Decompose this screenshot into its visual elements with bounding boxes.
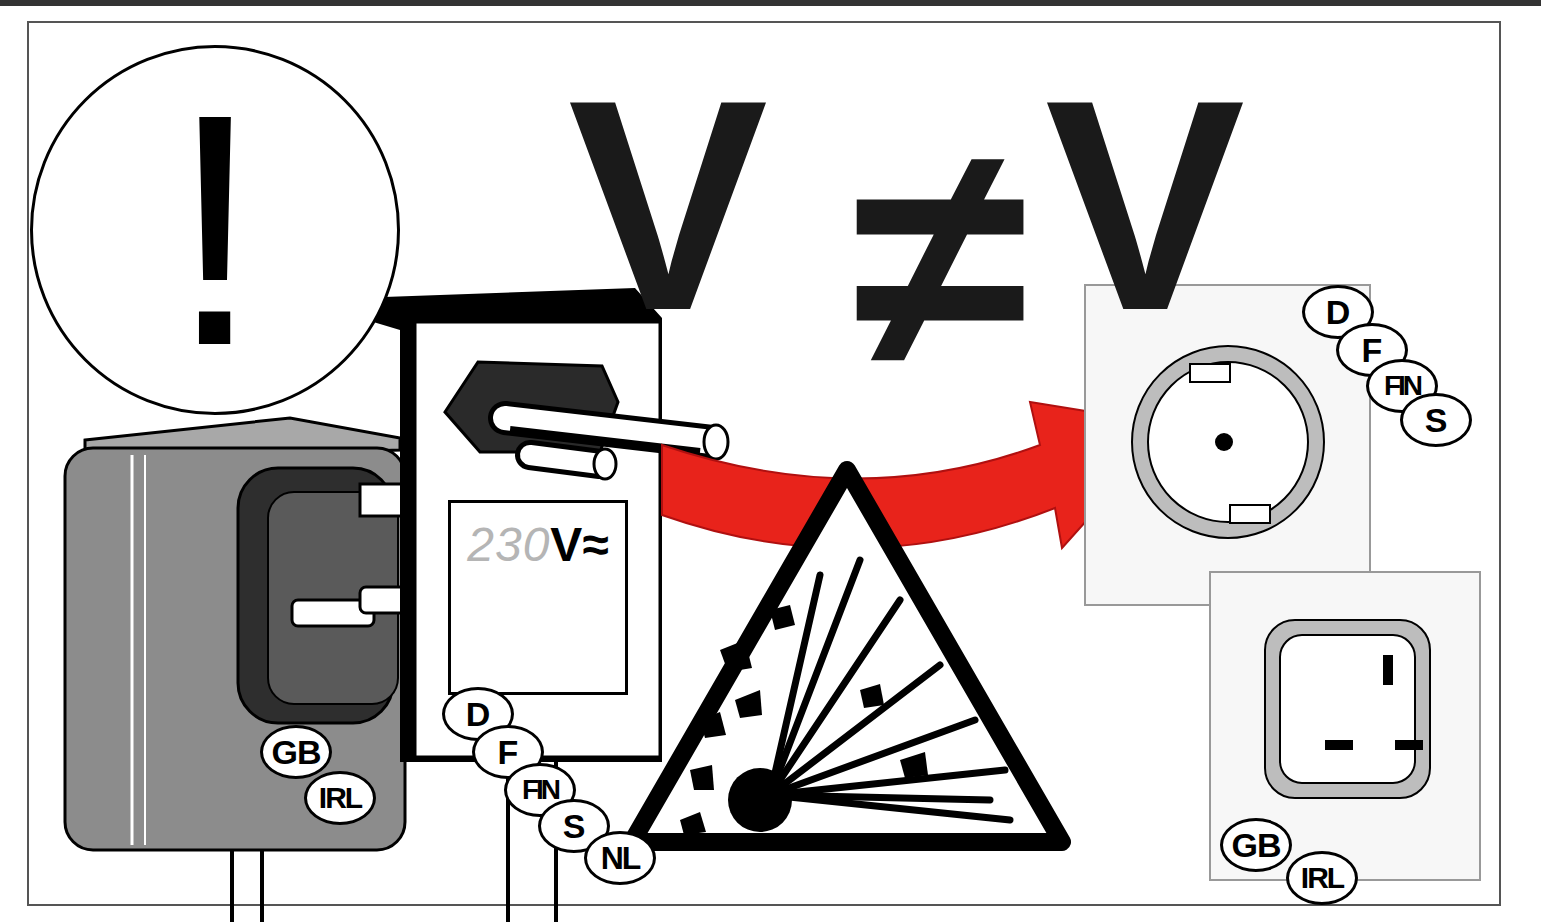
uk-socket-face <box>1280 635 1415 783</box>
plug-face <box>415 322 660 757</box>
node-text: IRL <box>319 783 361 813</box>
explosion-debris <box>680 605 928 835</box>
node-text: F <box>498 735 519 769</box>
euro-pin <box>530 455 600 464</box>
socket-slot <box>1383 655 1393 685</box>
adapter-cable <box>230 850 234 922</box>
adapter-seam <box>131 455 134 845</box>
explosion-rays <box>770 560 1010 820</box>
node-text: NL <box>601 842 640 874</box>
adapter-body <box>65 448 405 850</box>
not-equal-sign: ≠ <box>852 95 1028 415</box>
country-code-oval: GB <box>260 725 332 779</box>
node-text: D <box>466 697 491 731</box>
node-text: D <box>1326 295 1351 329</box>
socket-hole <box>1215 433 1233 451</box>
node-text: 230 <box>467 521 550 569</box>
warning-circle: ! <box>30 45 400 415</box>
node-text: ! <box>169 65 261 395</box>
node-text: GB <box>272 735 321 769</box>
node-text: IRL <box>1301 863 1343 893</box>
euro-pin-tip <box>594 449 616 479</box>
country-code-oval: S <box>1400 393 1472 447</box>
frame <box>28 22 1500 905</box>
warning-triangle <box>632 470 1062 842</box>
uk-socket-frame <box>1265 620 1430 798</box>
schuko-socket <box>1148 362 1308 522</box>
schuko-ring <box>1132 346 1324 538</box>
voltage-symbol: V <box>1045 55 1245 355</box>
node-text: FIN <box>1384 372 1420 400</box>
plug-body <box>300 288 662 762</box>
euro-pin <box>530 455 600 464</box>
country-code-oval: IRL <box>1286 851 1358 905</box>
country-code-oval: NL <box>584 831 656 885</box>
node-text: V≈ <box>550 521 608 569</box>
node-text: S <box>563 809 586 843</box>
voltage-symbol: V <box>568 55 768 355</box>
earth-clip <box>1190 364 1230 382</box>
top-rule <box>0 0 1541 6</box>
node-text: FIN <box>522 776 558 804</box>
euro-pin-tip <box>704 425 728 459</box>
socket-slot <box>1325 740 1353 750</box>
node-text: F <box>1362 333 1383 367</box>
rating-label: 230V≈ <box>448 500 628 695</box>
country-code-oval: GB <box>1220 818 1292 872</box>
adapter-cable <box>260 850 264 922</box>
node-text: GB <box>1232 828 1281 862</box>
uk-socket-panel <box>1210 572 1480 880</box>
adapter-seam <box>144 455 146 845</box>
country-code-oval: IRL <box>304 771 376 825</box>
node-text: S <box>1425 403 1448 437</box>
socket-slot <box>1395 740 1423 750</box>
earth-clip <box>1230 505 1270 523</box>
